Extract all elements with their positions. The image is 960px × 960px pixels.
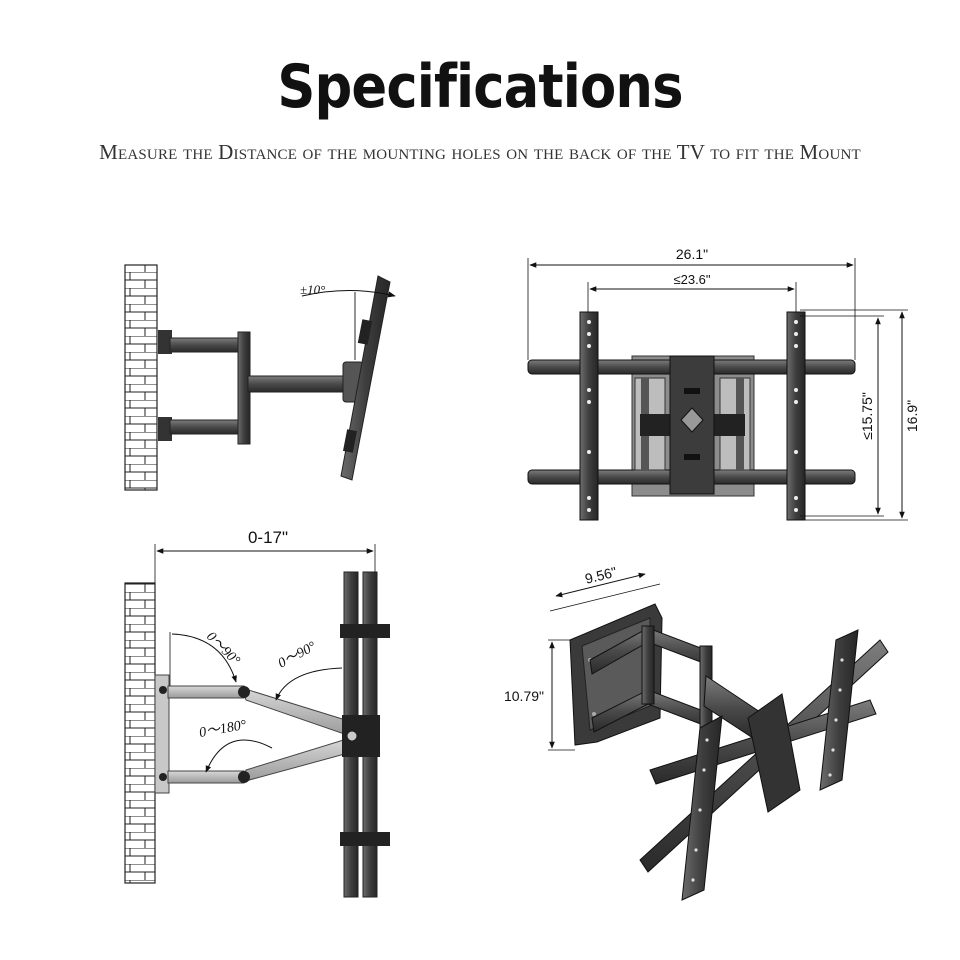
extension-line	[549, 583, 661, 612]
front-view: 26.1" ≤23.6"	[527, 246, 920, 521]
outer-angle-label: 0～90°	[276, 639, 319, 671]
rail-clamp-bottom	[340, 832, 390, 846]
wall-bracket-bottom	[158, 417, 172, 441]
arm-extension	[247, 375, 349, 393]
hole-height-label: ≤15.75"	[859, 392, 875, 440]
arm-lower	[169, 419, 246, 435]
arm-elbow	[641, 625, 655, 705]
hole-width-label: ≤23.6"	[673, 272, 710, 287]
vertical-bracket-left	[681, 715, 723, 901]
plate-slot	[342, 429, 358, 453]
pivot-joints	[159, 686, 250, 783]
inner-angle-label: 0～90°	[203, 629, 243, 669]
vertical-bracket-right	[786, 311, 806, 521]
vertical-bracket-right	[819, 629, 859, 791]
plate-width-dimension-line	[555, 572, 646, 598]
arm-upper	[169, 337, 246, 353]
rail-clamp-top	[340, 624, 390, 638]
tv-plate-tilted	[340, 275, 391, 481]
bracket-holes	[587, 320, 798, 512]
brick-wall	[124, 582, 156, 884]
wall-bracket-top	[158, 330, 172, 354]
inner-angle-arc	[171, 633, 237, 683]
plate-slot	[357, 319, 373, 345]
bracket-holes	[691, 658, 844, 882]
plate-slot	[684, 388, 700, 394]
plate-slot	[684, 454, 700, 460]
bottom-angle-label: 0～180°	[198, 718, 248, 741]
center-logo	[680, 407, 704, 433]
isometric-view: 9.56" 10.79"	[504, 563, 889, 901]
page-title: Specifications	[277, 52, 683, 122]
head-pivot	[346, 730, 358, 742]
plate-width-label: 9.56"	[583, 563, 618, 586]
tilt-angle-label: ±10°	[300, 282, 325, 297]
swivel-top-view: 0-17" 0～90° 0～90° 0～180°	[124, 528, 390, 898]
page-subtitle: Measure the Distance of the mounting hol…	[99, 140, 861, 164]
overall-height-label: 16.9"	[904, 400, 920, 432]
plate-height-label: 10.79"	[504, 688, 544, 704]
wall-plate	[154, 674, 170, 794]
tilt-arc	[301, 289, 396, 298]
overall-width-label: 26.1"	[676, 246, 708, 262]
extension-label: 0-17"	[248, 528, 288, 547]
arm-upper	[167, 685, 245, 699]
bottom-angle-arc	[205, 739, 273, 773]
brick-wall	[124, 264, 158, 491]
vertical-bracket-left	[579, 311, 599, 521]
arm-lower	[167, 770, 245, 784]
arm-extension-lower	[241, 737, 353, 783]
tilt-side-view: ±10°	[124, 264, 396, 491]
center-plate	[747, 693, 801, 813]
outer-angle-arc	[275, 667, 343, 701]
arm-extension-upper	[241, 687, 353, 737]
